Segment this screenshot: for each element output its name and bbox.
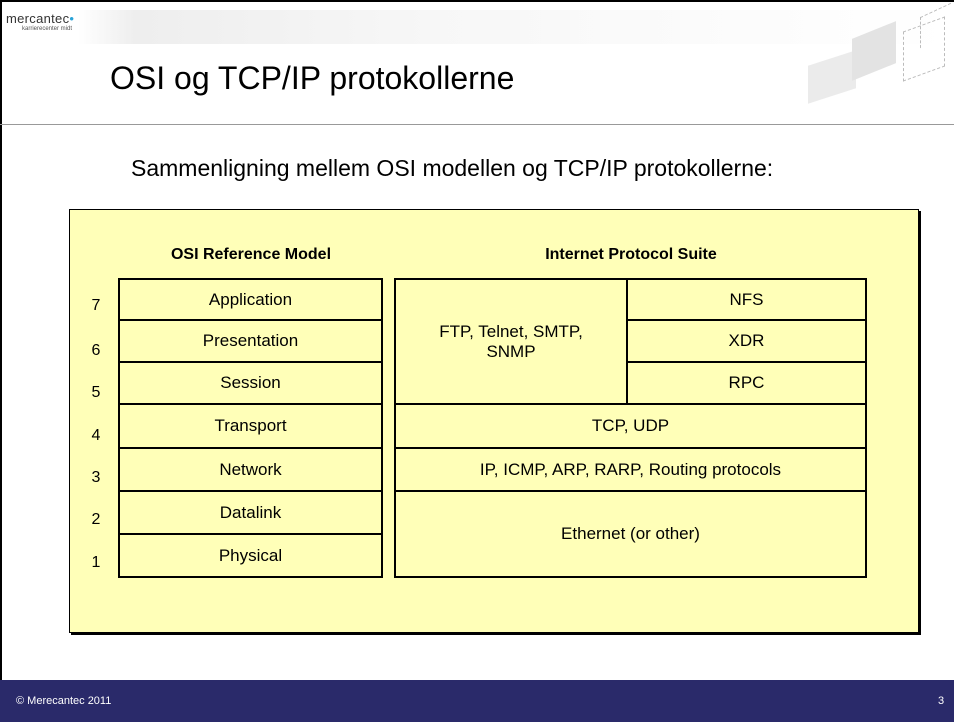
ips-xdr: XDR xyxy=(626,319,867,363)
ips-transport: TCP, UDP xyxy=(394,403,867,449)
ips-heading: Internet Protocol Suite xyxy=(545,246,717,263)
logo: mercantec• xyxy=(6,11,74,26)
layer-number-6: 6 xyxy=(91,342,101,359)
layer-number-5: 5 xyxy=(91,384,101,401)
osi-heading: OSI Reference Model xyxy=(170,246,332,263)
footer-copyright: © Merecantec 2011 xyxy=(16,695,112,707)
decorative-square-icon xyxy=(808,50,856,104)
title-divider xyxy=(0,124,954,125)
footer-bar xyxy=(0,680,954,722)
osi-layer-datalink: Datalink xyxy=(118,490,383,535)
slide-title: OSI og TCP/IP protokollerne xyxy=(110,60,515,96)
header-strip xyxy=(2,10,952,44)
ips-link: Ethernet (or other) xyxy=(394,490,867,578)
osi-layer-physical: Physical xyxy=(118,533,383,578)
layer-number-4: 4 xyxy=(91,427,101,444)
ips-application-protocols: FTP, Telnet, SMTP, SNMP xyxy=(394,278,628,405)
layer-number-3: 3 xyxy=(91,469,101,486)
osi-layer-network: Network xyxy=(118,447,383,492)
layer-number-2: 2 xyxy=(91,511,101,528)
ips-network: IP, ICMP, ARP, RARP, Routing protocols xyxy=(394,447,867,492)
slide-subtitle: Sammenligning mellem OSI modellen og TCP… xyxy=(131,155,774,181)
ips-rpc: RPC xyxy=(626,361,867,405)
osi-layer-transport: Transport xyxy=(118,403,383,449)
logo-name: mercantec xyxy=(6,11,70,26)
osi-layer-presentation: Presentation xyxy=(118,319,383,363)
layer-number-7: 7 xyxy=(91,297,101,314)
ips-nfs: NFS xyxy=(626,278,867,321)
frame-left-border xyxy=(0,0,2,722)
logo-subtitle: karrierecenter midt xyxy=(22,26,73,32)
frame-top-border xyxy=(0,0,954,2)
page-number: 3 xyxy=(938,695,945,707)
osi-layer-application: Application xyxy=(118,278,383,321)
logo-dot-icon: • xyxy=(69,11,75,26)
osi-layer-session: Session xyxy=(118,361,383,405)
layer-number-1: 1 xyxy=(91,554,101,571)
